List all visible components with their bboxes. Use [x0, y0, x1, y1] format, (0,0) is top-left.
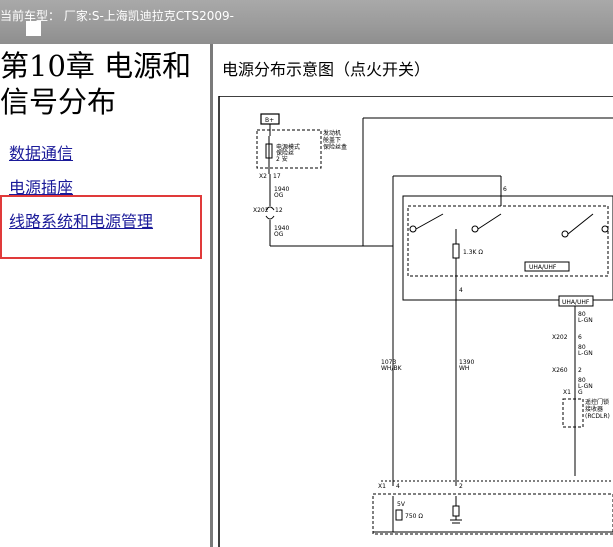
x2-connector: X2: [259, 173, 267, 180]
v5-label: 5V: [397, 501, 406, 508]
rcdlr-module: [562, 398, 584, 428]
nav-link-power-outlet[interactable]: 电源插座: [9, 178, 74, 197]
wire-whbk: WH/BK: [381, 365, 403, 372]
wire-80-a: 80: [578, 311, 586, 318]
nav-link-wiring-power-management[interactable]: 线路系统和电源管理: [9, 212, 154, 231]
window-icon: [26, 21, 41, 36]
uha-uhf-box-2: [558, 295, 594, 307]
x202-a: X202: [253, 207, 269, 214]
fuse-label-1: 电源模式: [276, 143, 300, 151]
x1-right: X1: [563, 389, 571, 396]
wire-80-c: 80: [578, 377, 586, 384]
chapter-title-line-1: 第10章 电源和: [0, 49, 192, 83]
uha-uhf-label: UHA/UHF: [529, 264, 557, 271]
fuse-box-label-1: 发动机: [323, 129, 341, 137]
ignition-switch-box: [402, 195, 613, 301]
fuse-label-2: 保险丝: [276, 149, 294, 157]
fuse-box-label-3: 保险丝盒: [323, 143, 347, 151]
pin-4-mid: 4: [459, 287, 463, 294]
pin-2-bottom: 2: [459, 483, 463, 490]
wire-og-a: OG: [274, 192, 284, 199]
x202-a-pin: 12: [275, 207, 283, 214]
battery-label: B+: [265, 117, 274, 124]
window-title: 当前车型： 厂家:S-上海凯迪拉克CTS2009-: [0, 9, 235, 23]
pane-divider[interactable]: [210, 44, 213, 547]
wire-1940-a: 1940: [274, 186, 289, 193]
resistor-label: 1.3K Ω: [463, 249, 483, 256]
uha-uhf-label-2: UHA/UHF: [562, 299, 590, 306]
wire-1940-b: 1940: [274, 225, 289, 232]
wire-1073: 1073: [381, 359, 396, 366]
pin-4-bottom: 4: [396, 483, 400, 490]
module-label-3: (RCDLR): [585, 413, 610, 420]
chapter-title: 第10章 电源和 信号分布: [0, 48, 210, 120]
module-label-2: 接收器: [585, 405, 603, 413]
chapter-title-line-2: 信号分布: [0, 85, 117, 119]
pin-6-b: 6: [578, 334, 582, 341]
wire-lgn-c: L-GN: [578, 383, 593, 390]
wire-og-b: OG: [274, 231, 284, 238]
x260: X260: [552, 367, 568, 374]
power-distribution-diagram: B+ 发动机 舱盖下 保险丝盒 电源模式 保险丝 2 安 X2 17 1940 …: [218, 96, 613, 547]
pin-6-top: 6: [503, 186, 507, 193]
fuse-label-3: 2 安: [276, 155, 288, 163]
wire-lgn-b: L-GN: [578, 350, 593, 357]
wire-wh: WH: [459, 365, 469, 372]
wire-80-b: 80: [578, 344, 586, 351]
r750-label: 750 Ω: [405, 513, 423, 520]
bottom-module: [372, 493, 613, 535]
selection-highlight: [0, 195, 202, 259]
nav-link-data-communication[interactable]: 数据通信: [9, 144, 74, 163]
content-heading: 电源分布示意图（点火开关）: [222, 60, 431, 79]
x202-b: X202: [552, 334, 568, 341]
content-pane: 电源分布示意图（点火开关） B+ 发动机 舱盖下 保险丝盒 电源模式 保险丝 2…: [213, 44, 613, 547]
module-label-1: 遥控门锁: [585, 398, 609, 406]
wire-1390: 1390: [459, 359, 474, 366]
x2-pin: 17: [273, 173, 281, 180]
title-bar: 当前车型： 厂家:S-上海凯迪拉克CTS2009-: [0, 0, 613, 44]
wire-lgn-a: L-GN: [578, 317, 593, 324]
fuse-box: [256, 129, 322, 169]
x1-bottom: X1: [378, 483, 386, 490]
uha-uhf-box: [524, 261, 570, 272]
fuse-box-label-2: 舱盖下: [323, 136, 341, 144]
pin-2: 2: [578, 367, 582, 374]
pin-g: G: [578, 389, 583, 396]
left-nav-pane: 第10章 电源和 信号分布 数据通信 电源插座 线路系统和电源管理: [0, 44, 210, 547]
